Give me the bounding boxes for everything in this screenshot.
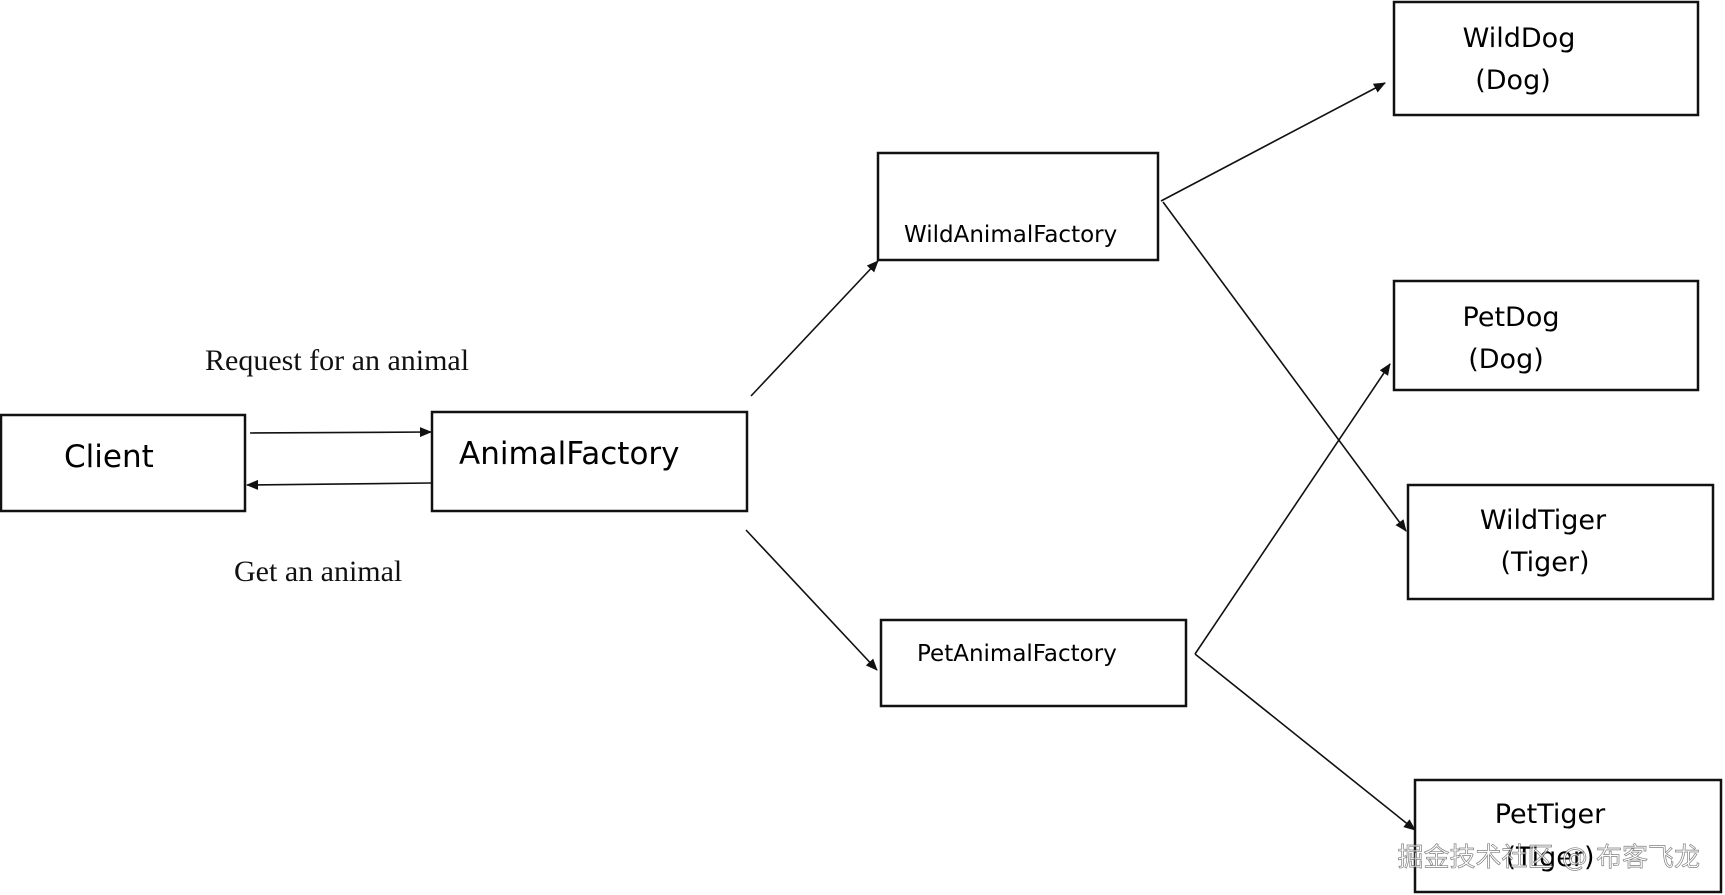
wild-animal-factory-label: WildAnimalFactory bbox=[904, 222, 1117, 248]
wild-tiger-node: WildTiger (Tiger) bbox=[1406, 483, 1715, 601]
pet-dog-name: PetDog bbox=[1463, 302, 1560, 333]
edge-wildanimalfactory-to-wilddog bbox=[1160, 82, 1386, 202]
pet-animal-factory-node: PetAnimalFactory bbox=[879, 618, 1188, 708]
wild-dog-node: WildDog (Dog) bbox=[1392, 0, 1700, 117]
wild-animal-factory-node: WildAnimalFactory bbox=[876, 151, 1160, 262]
edge-animalfactory-to-wildanimalfactory bbox=[750, 260, 879, 397]
edge-wildanimalfactory-to-wildtiger bbox=[1162, 201, 1407, 532]
request-label: Request for an animal bbox=[205, 344, 469, 377]
edge-animalfactory-to-petanimalfactory bbox=[745, 529, 878, 671]
animal-factory-label: AnimalFactory bbox=[459, 436, 680, 472]
client-node: Client bbox=[0, 413, 247, 513]
wild-dog-name: WildDog bbox=[1463, 23, 1576, 54]
edge-petanimalfactory-to-petdog bbox=[1194, 363, 1391, 655]
edge-client-to-animalfactory bbox=[249, 427, 432, 438]
pet-tiger-node: PetTiger (Tiger) bbox=[1413, 778, 1723, 894]
pet-tiger-type: (Tiger) bbox=[1505, 842, 1594, 873]
edges bbox=[246, 82, 1416, 831]
pet-dog-node: PetDog (Dog) bbox=[1392, 279, 1700, 392]
pet-tiger-name: PetTiger bbox=[1495, 799, 1606, 830]
pet-dog-type: (Dog) bbox=[1468, 344, 1544, 375]
client-label: Client bbox=[64, 439, 154, 475]
wild-tiger-name: WildTiger bbox=[1480, 505, 1607, 536]
wild-dog-type: (Dog) bbox=[1475, 65, 1551, 96]
watermark: 掘金技术社区 @ 布客飞龙 bbox=[1397, 843, 1700, 873]
animal-factory-node: AnimalFactory bbox=[430, 410, 749, 513]
wild-tiger-type: (Tiger) bbox=[1500, 547, 1589, 578]
edge-animalfactory-to-client bbox=[246, 479, 432, 490]
edge-petanimalfactory-to-pettiger bbox=[1194, 653, 1416, 831]
response-label: Get an animal bbox=[234, 555, 402, 588]
pet-animal-factory-label: PetAnimalFactory bbox=[917, 641, 1117, 667]
